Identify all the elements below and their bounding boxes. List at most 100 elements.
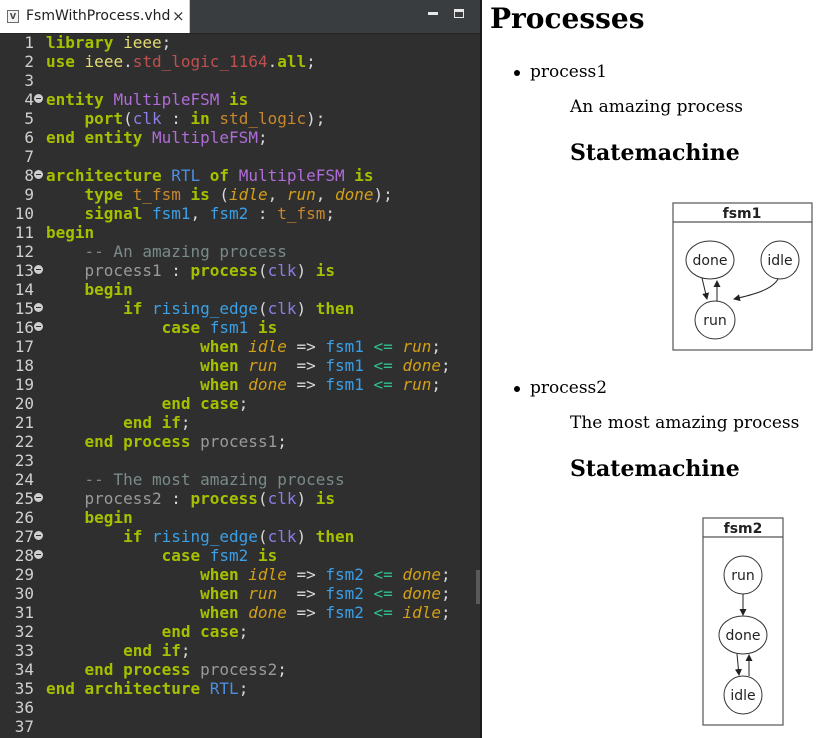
state-run-label: run xyxy=(731,568,755,584)
code-line[interactable]: 24 -- The most amazing process xyxy=(0,470,480,489)
process-description: An amazing process xyxy=(570,97,743,117)
fsm1-title: fsm1 xyxy=(723,206,762,222)
line-number: 36 xyxy=(14,698,34,717)
fold-collapse-icon[interactable] xyxy=(34,303,43,312)
line-number: 3 xyxy=(24,71,34,90)
line-number: 23 xyxy=(14,451,34,470)
code-text: end process process1; xyxy=(84,432,287,451)
line-number: 10 xyxy=(14,204,34,223)
process-description: The most amazing process xyxy=(570,413,800,433)
line-number: 34 xyxy=(14,660,34,679)
line-number: 8 xyxy=(24,166,34,185)
code-line[interactable]: 36 xyxy=(0,698,480,717)
line-number: 15 xyxy=(14,299,34,318)
line-number: 7 xyxy=(24,147,34,166)
code-text: when run => fsm1 <= done; xyxy=(200,356,451,375)
code-line[interactable]: 33 end if; xyxy=(0,641,480,660)
line-number: 9 xyxy=(24,185,34,204)
state-idle-label: idle xyxy=(767,253,792,269)
code-line[interactable]: 37 xyxy=(0,717,480,736)
code-text: library ieee; xyxy=(46,33,172,52)
code-line[interactable]: 19 when done => fsm1 <= run; xyxy=(0,375,480,394)
fold-collapse-icon[interactable] xyxy=(34,265,43,274)
code-line[interactable]: 16 case fsm1 is xyxy=(0,318,480,337)
line-number: 37 xyxy=(14,717,34,736)
line-number: 6 xyxy=(24,128,34,147)
process-name: process1 xyxy=(530,62,608,82)
code-line[interactable]: 7 xyxy=(0,147,480,166)
code-line[interactable]: 31 when done => fsm2 <= idle; xyxy=(0,603,480,622)
maximize-icon[interactable] xyxy=(454,9,464,18)
fold-collapse-icon[interactable] xyxy=(34,531,43,540)
code-line[interactable]: 32 end case; xyxy=(0,622,480,641)
code-text: if rising_edge(clk) then xyxy=(123,527,355,546)
tab-fsm-with-process[interactable]: V FsmWithProcess.vhd × xyxy=(0,0,190,33)
code-line[interactable]: 27 if rising_edge(clk) then xyxy=(0,527,480,546)
code-line[interactable]: 12 -- An amazing process xyxy=(0,242,480,261)
bullet-icon xyxy=(514,70,520,76)
code-text: end process process2; xyxy=(84,660,287,679)
line-number: 20 xyxy=(14,394,34,413)
process-name: process2 xyxy=(530,378,608,398)
edge-idle-run xyxy=(733,278,779,302)
code-line[interactable]: 15 if rising_edge(clk) then xyxy=(0,299,480,318)
close-tab-button[interactable]: × xyxy=(172,7,185,25)
line-number: 32 xyxy=(14,622,34,641)
code-line[interactable]: 5 port(clk : in std_logic); xyxy=(0,109,480,128)
code-line[interactable]: 29 when idle => fsm2 <= done; xyxy=(0,565,480,584)
bullet-icon xyxy=(514,386,520,392)
code-line[interactable]: 22 end process process1; xyxy=(0,432,480,451)
line-number: 13 xyxy=(14,261,34,280)
line-number: 29 xyxy=(14,565,34,584)
code-line[interactable]: 21 end if; xyxy=(0,413,480,432)
code-line[interactable]: 28 case fsm2 is xyxy=(0,546,480,565)
fsm1-diagram: fsm1 done idle run xyxy=(672,202,813,351)
line-number: 16 xyxy=(14,318,34,337)
code-line[interactable]: 20 end case; xyxy=(0,394,480,413)
code-line[interactable]: 18 when run => fsm1 <= done; xyxy=(0,356,480,375)
code-line[interactable]: 10 signal fsm1, fsm2 : t_fsm; xyxy=(0,204,480,223)
code-text: end case; xyxy=(161,622,249,641)
line-number: 33 xyxy=(14,641,34,660)
line-number: 28 xyxy=(14,546,34,565)
code-line[interactable]: 23 xyxy=(0,451,480,470)
statemachine-heading: Statemachine xyxy=(570,140,740,166)
code-line[interactable]: 30 when run => fsm2 <= done; xyxy=(0,584,480,603)
code-text: process1 : process(clk) is xyxy=(84,261,336,280)
code-line[interactable]: 17 when idle => fsm1 <= run; xyxy=(0,337,480,356)
state-done-node xyxy=(718,615,768,655)
code-line[interactable]: 26 begin xyxy=(0,508,480,527)
minimize-icon[interactable] xyxy=(428,6,440,22)
editor-tab-bar: V FsmWithProcess.vhd × xyxy=(0,0,480,34)
code-line[interactable]: 14 begin xyxy=(0,280,480,299)
line-number: 19 xyxy=(14,375,34,394)
fold-collapse-icon[interactable] xyxy=(34,550,43,559)
scrollbar-thumb[interactable] xyxy=(476,570,480,604)
fold-collapse-icon[interactable] xyxy=(34,94,43,103)
code-line[interactable]: 25 process2 : process(clk) is xyxy=(0,489,480,508)
fold-collapse-icon[interactable] xyxy=(34,322,43,331)
line-number: 4 xyxy=(24,90,34,109)
fold-collapse-icon[interactable] xyxy=(34,170,43,179)
line-number: 26 xyxy=(14,508,34,527)
fsm2-diagram: fsm2 run done idle xyxy=(702,517,784,726)
code-line[interactable]: 13 process1 : process(clk) is xyxy=(0,261,480,280)
code-line[interactable]: 9 type t_fsm is (idle, run, done); xyxy=(0,185,480,204)
fold-collapse-icon[interactable] xyxy=(34,493,43,502)
code-text: -- An amazing process xyxy=(84,242,287,261)
code-text: case fsm1 is xyxy=(161,318,278,337)
code-line[interactable]: 3 xyxy=(0,71,480,90)
line-number: 24 xyxy=(14,470,34,489)
line-number: 18 xyxy=(14,356,34,375)
code-line[interactable]: 34 end process process2; xyxy=(0,660,480,679)
line-number: 25 xyxy=(14,489,34,508)
line-number: 14 xyxy=(14,280,34,299)
